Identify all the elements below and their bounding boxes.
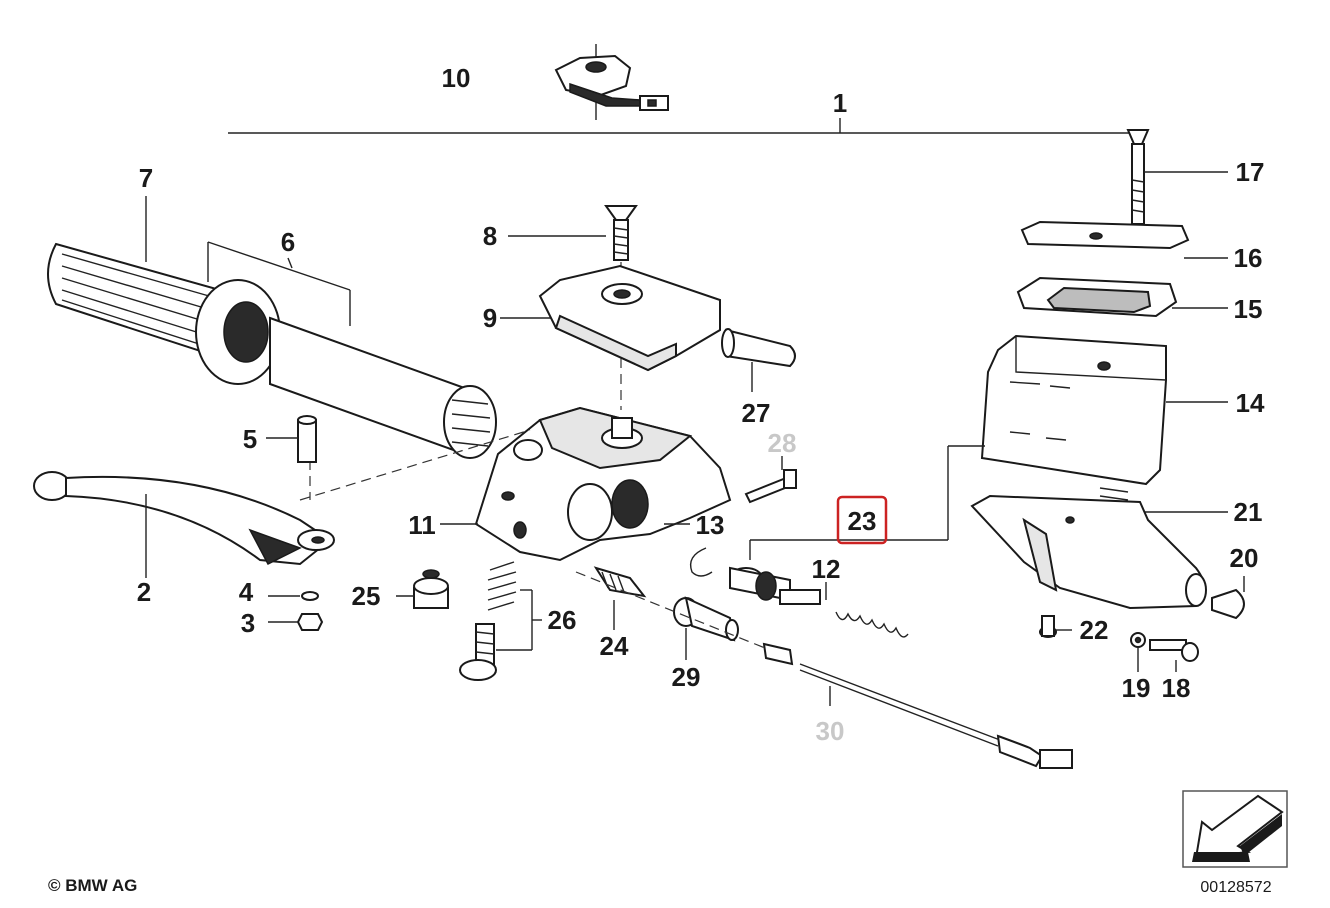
callout-13[interactable]: 13 <box>696 510 725 540</box>
part-4-washer <box>268 591 319 601</box>
callout-24[interactable]: 24 <box>600 631 629 661</box>
callout-9[interactable]: 9 <box>483 303 497 333</box>
callout-16[interactable]: 16 <box>1234 243 1263 273</box>
part-18-screw <box>1149 639 1199 672</box>
callout-19[interactable]: 19 <box>1122 673 1151 703</box>
callout-11[interactable]: 11 <box>408 510 436 540</box>
assembly-bracket-1 <box>228 118 1138 134</box>
callout-20[interactable]: 20 <box>1230 543 1259 573</box>
callout-6[interactable]: 6 <box>281 227 295 257</box>
part-25-plug <box>396 569 449 609</box>
part-30-cable <box>575 571 1073 769</box>
callout-23-bracket <box>749 445 985 560</box>
part-17-screw <box>1126 129 1228 225</box>
copyright-text: © BMW AG <box>48 876 137 895</box>
part-2-lever <box>33 471 335 578</box>
callout-7[interactable]: 7 <box>139 163 153 193</box>
callout-29[interactable]: 29 <box>672 662 701 692</box>
master-cylinder-body <box>970 494 1207 610</box>
axis-lever-pivot <box>299 429 531 501</box>
part-15-diaphragm <box>1016 276 1228 318</box>
part-11-housing <box>440 406 732 562</box>
callout-5[interactable]: 5 <box>243 424 257 454</box>
part-19-washer <box>1130 632 1146 672</box>
callout-22[interactable]: 22 <box>1080 615 1109 645</box>
part-5-pin <box>266 415 317 463</box>
callout-3[interactable]: 3 <box>241 608 255 638</box>
part-29-bushing <box>673 596 739 660</box>
callout-12[interactable]: 12 <box>812 554 841 584</box>
part-10-switch <box>554 44 669 120</box>
part-8-screw <box>508 205 638 261</box>
part-26-spring-bolt <box>459 561 542 681</box>
callout-4[interactable]: 4 <box>239 577 254 607</box>
part-12-piston <box>729 566 909 638</box>
part-3-nut <box>268 613 324 631</box>
callout-10[interactable]: 10 <box>442 63 471 93</box>
part-22-screw <box>1039 615 1072 638</box>
part-27-boot <box>721 328 796 392</box>
part-13-circlip <box>664 523 713 577</box>
callout-27[interactable]: 27 <box>742 398 771 428</box>
callout-28[interactable]: 28 <box>768 428 797 458</box>
part-24-brake-switch <box>593 566 647 630</box>
callout-30[interactable]: 30 <box>816 716 845 746</box>
part-6-throttle-tube <box>269 316 497 459</box>
part-9-cover <box>500 264 721 372</box>
highlight-frame-23 <box>836 495 888 545</box>
callout-15[interactable]: 15 <box>1234 294 1263 324</box>
arrow-down-left-icon <box>1182 790 1288 868</box>
callout-6-bracket <box>207 241 351 326</box>
callout-18[interactable]: 18 <box>1162 673 1191 703</box>
callout-17[interactable]: 17 <box>1236 157 1265 187</box>
callout-14[interactable]: 14 <box>1236 388 1265 418</box>
callout-1[interactable]: 1 <box>833 88 847 118</box>
callout-2[interactable]: 2 <box>137 577 151 607</box>
callout-23[interactable]: 23 <box>848 506 877 536</box>
part-28-screw <box>744 456 797 504</box>
part-7-grip <box>47 242 281 385</box>
part-14-reservoir <box>980 334 1228 486</box>
callout-26[interactable]: 26 <box>548 605 577 635</box>
part-20-cap <box>1211 576 1245 620</box>
callout-21[interactable]: 21 <box>1234 497 1263 527</box>
part-16-lid <box>1020 220 1228 259</box>
callout-25[interactable]: 25 <box>352 581 381 611</box>
document-number: 00128572 <box>1200 879 1271 896</box>
callout-8[interactable]: 8 <box>483 221 497 251</box>
